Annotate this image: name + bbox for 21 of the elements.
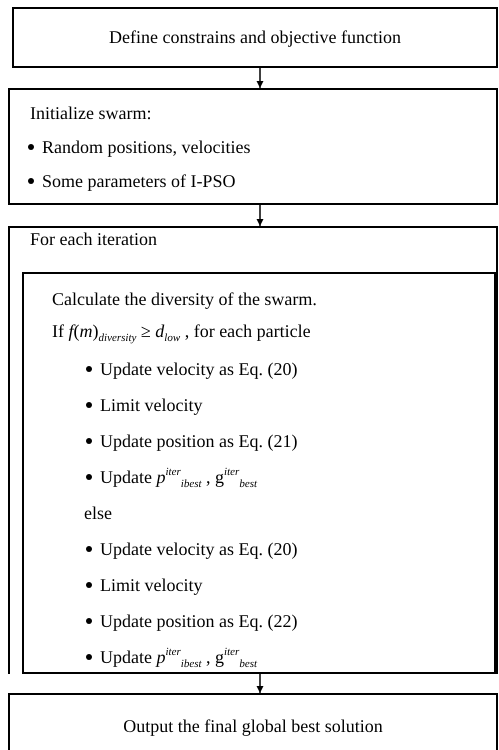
node-text: Output the final global best solution bbox=[122, 715, 384, 737]
bullet-item: Update velocity as Eq. (20) bbox=[24, 538, 494, 560]
bullet-item: Some parameters of I-PSO bbox=[10, 170, 496, 192]
node-text: For each iteration bbox=[29, 228, 158, 250]
arrow bbox=[256, 205, 264, 226]
node-text: Initialize swarm: bbox=[29, 102, 152, 124]
process-box bbox=[8, 693, 498, 750]
bullet-item: Random positions, velocities bbox=[10, 136, 496, 158]
process-box bbox=[8, 88, 498, 205]
bullet-item: Limit velocity bbox=[24, 574, 494, 596]
node-text: Define constrains and objective function bbox=[108, 26, 402, 48]
node-text: Calculate the diversity of the swarm. bbox=[51, 288, 318, 310]
bullet-item: Update position as Eq. (21) bbox=[24, 430, 494, 452]
node-text: else bbox=[83, 502, 113, 524]
node-text: If f(m)$_{diversity}$ ≥ d$_{low}$ , for each particle bbox=[51, 320, 312, 342]
arrow bbox=[256, 674, 264, 693]
bullet-item: Update velocity as Eq. (20) bbox=[24, 358, 494, 380]
arrow bbox=[256, 68, 264, 88]
process-box bbox=[12, 7, 498, 68]
bullet-item: Update position as Eq. (22) bbox=[24, 610, 494, 632]
bullet-item: Limit velocity bbox=[24, 394, 494, 416]
